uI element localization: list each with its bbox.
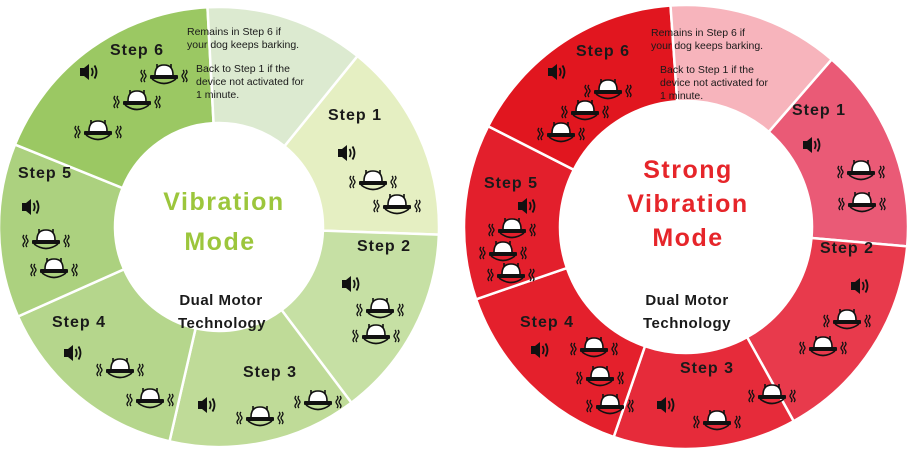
step-label-6: Step 6 <box>576 43 630 60</box>
center-title-line-2: Vibration <box>627 190 748 218</box>
note-line-2: your dog keeps barking. <box>651 40 763 52</box>
step-label-3: Step 3 <box>680 360 734 377</box>
center-title-line-1: Vibration <box>163 188 284 216</box>
step-label-2: Step 2 <box>820 240 874 257</box>
center-disc <box>115 123 323 331</box>
step-label-2: Step 2 <box>357 238 411 255</box>
wheel-strong-vibration: Remains in Step 6 if your dog keeps bark… <box>462 3 910 451</box>
center-title-line-2: Mode <box>184 228 255 256</box>
note-line-4: device not activated for <box>196 76 304 88</box>
note-line-1: Remains in Step 6 if <box>651 27 745 39</box>
center-title-line-3: Mode <box>652 224 723 252</box>
step-label-1: Step 1 <box>792 102 846 119</box>
note-box: Remains in Step 6 if your dog keeps bark… <box>187 26 304 101</box>
step-label-5: Step 5 <box>484 175 538 192</box>
note-line-4: device not activated for <box>660 77 768 89</box>
center-disc <box>560 101 812 353</box>
center-subtitle-line-2: Technology <box>178 315 266 332</box>
step-label-4: Step 4 <box>52 314 106 331</box>
step-label-1: Step 1 <box>328 107 382 124</box>
center-subtitle-line-1: Dual Motor <box>179 292 262 309</box>
wheel-vibration: Remains in Step 6 if your dog keeps bark… <box>0 5 441 449</box>
center-subtitle-line-2: Technology <box>643 315 731 332</box>
step-label-6: Step 6 <box>110 42 164 59</box>
note-line-1: Remains in Step 6 if <box>187 26 281 38</box>
center-subtitle-line-1: Dual Motor <box>645 292 728 309</box>
step-label-5: Step 5 <box>18 165 72 182</box>
step-label-3: Step 3 <box>243 364 297 381</box>
step-label-4: Step 4 <box>520 314 574 331</box>
note-line-5: 1 minute. <box>660 90 703 102</box>
note-box: Remains in Step 6 if your dog keeps bark… <box>651 27 768 102</box>
note-line-5: 1 minute. <box>196 89 239 101</box>
note-line-3: Back to Step 1 if the <box>660 64 754 76</box>
note-line-2: your dog keeps barking. <box>187 39 299 51</box>
center-title-line-1: Strong <box>643 156 733 184</box>
note-line-3: Back to Step 1 if the <box>196 63 290 75</box>
